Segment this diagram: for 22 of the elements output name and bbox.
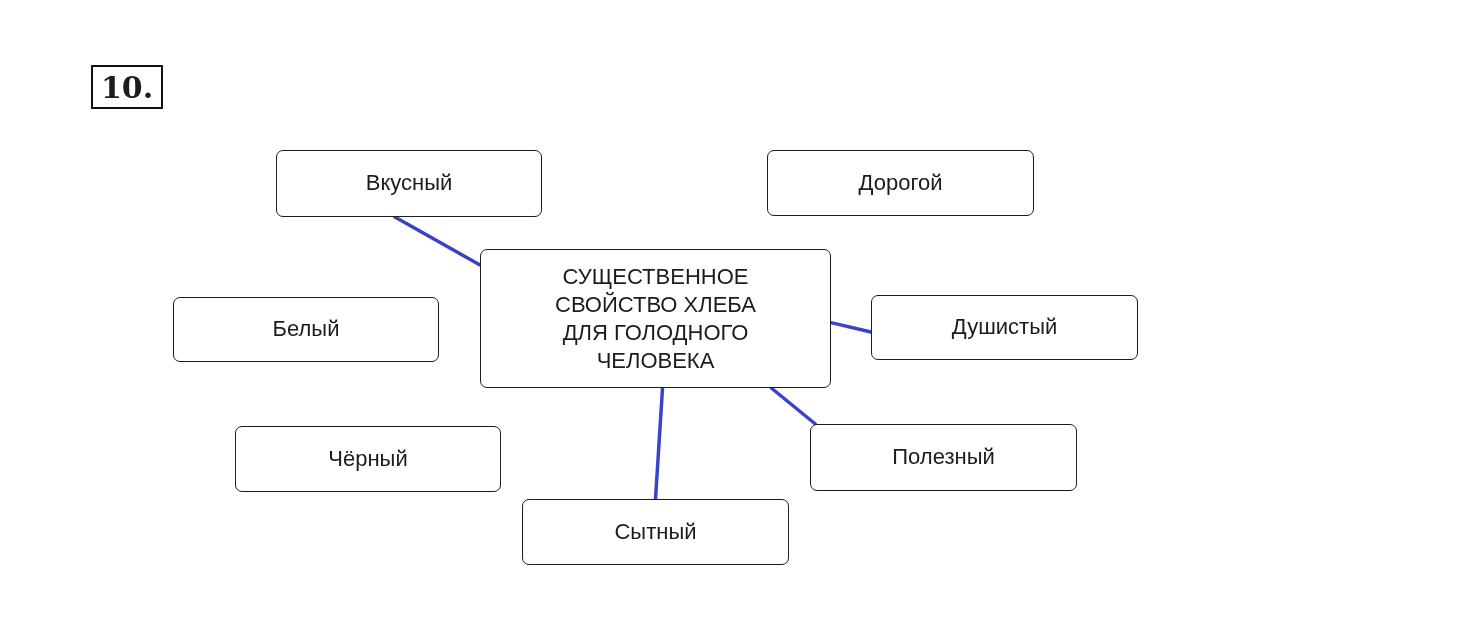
concept-label: Душистый (951, 314, 1058, 341)
concept-box (767, 150, 1034, 216)
connector-line (653, 386, 665, 501)
connector-line (829, 320, 873, 334)
connector-line (769, 386, 818, 426)
concept-box (810, 424, 1077, 491)
concept-label: Чёрный (328, 445, 408, 473)
concept-box (276, 150, 542, 217)
concept-label: Вкусный (365, 170, 453, 197)
connector-line (393, 215, 482, 267)
concept-label: Дорогой (858, 169, 943, 197)
central-concept-box (480, 249, 831, 388)
task-number: 10. (100, 70, 154, 104)
concept-box (522, 499, 789, 565)
central-concept-label: СУЩЕСТВЕННОЕ СВОЙСТВО ХЛЕБА ДЛЯ ГОЛОДНОГО ЧЕЛОВЕКА (554, 262, 757, 375)
concept-box (173, 297, 439, 362)
concept-label: Сытный (614, 518, 697, 546)
task-number-frame (91, 65, 163, 109)
concept-label: Полезный (892, 444, 995, 471)
concept-label: Белый (272, 316, 340, 343)
concept-box (871, 295, 1138, 360)
concept-box (235, 426, 501, 492)
